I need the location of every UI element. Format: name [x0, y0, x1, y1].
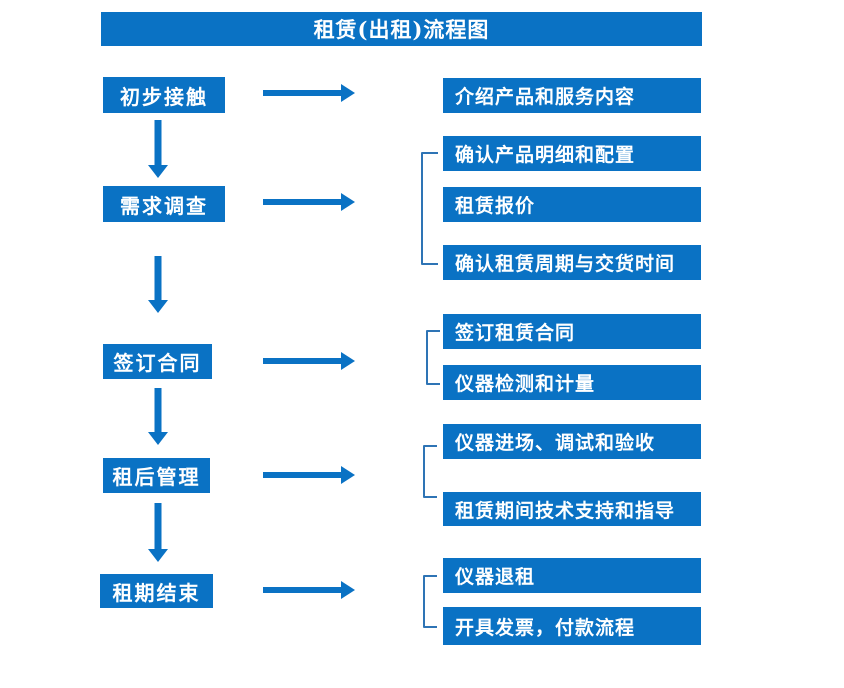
- detail-rental-quotation: 租赁报价: [443, 187, 701, 222]
- down-arrow-4: [148, 503, 168, 562]
- bracket-line: [423, 445, 437, 498]
- right-arrow-3: [263, 352, 355, 370]
- step-sign-contract: 签订合同: [103, 344, 212, 379]
- right-arrow-5: [263, 581, 355, 599]
- bracket-group-sign-contract: [426, 330, 440, 385]
- arrow-head: [341, 581, 355, 599]
- bracket-line: [421, 152, 438, 265]
- arrow-shaft: [154, 256, 162, 300]
- bracket-line: [423, 575, 437, 628]
- detail-instrument-testing-measurement: 仪器检测和计量: [443, 365, 701, 400]
- arrow-head: [148, 300, 168, 313]
- down-arrow-3: [148, 388, 168, 445]
- arrow-shaft: [263, 587, 341, 593]
- right-arrow-1: [263, 84, 355, 102]
- arrow-head: [341, 466, 355, 484]
- bracket-group-post-rental: [423, 445, 437, 498]
- detail-introduce-products-services: 介绍产品和服务内容: [443, 78, 701, 113]
- arrow-shaft: [154, 120, 162, 165]
- arrow-head: [148, 432, 168, 445]
- arrow-shaft: [263, 199, 341, 205]
- bracket-group-rental-end: [423, 575, 437, 628]
- step-rental-end: 租期结束: [100, 574, 213, 608]
- bracket-line: [426, 330, 440, 385]
- down-arrow-1: [148, 120, 168, 178]
- arrow-shaft: [263, 90, 341, 96]
- arrow-shaft: [154, 388, 162, 432]
- detail-instrument-return: 仪器退租: [443, 558, 701, 593]
- arrow-head: [148, 549, 168, 562]
- detail-sign-rental-contract: 签订租赁合同: [443, 314, 701, 349]
- detail-invoice-payment-process: 开具发票，付款流程: [443, 607, 701, 645]
- detail-confirm-product-details-config: 确认产品明细和配置: [443, 136, 701, 171]
- right-arrow-2: [263, 193, 355, 211]
- right-arrow-4: [263, 466, 355, 484]
- step-initial-contact: 初步接触: [103, 77, 225, 113]
- arrow-head: [341, 193, 355, 211]
- arrow-head: [341, 352, 355, 370]
- detail-instrument-setup-acceptance: 仪器进场、调试和验收: [443, 424, 701, 459]
- flowchart-title: 租赁(出租)流程图: [101, 12, 702, 46]
- detail-rental-tech-support: 租赁期间技术支持和指导: [443, 492, 701, 526]
- bracket-group-demand-survey: [421, 152, 438, 265]
- detail-confirm-rental-period-delivery: 确认租赁周期与交货时间: [443, 245, 701, 280]
- arrow-shaft: [263, 472, 341, 478]
- step-post-rental-management: 租后管理: [103, 458, 210, 493]
- arrow-head: [148, 165, 168, 178]
- down-arrow-2: [148, 256, 168, 313]
- arrow-shaft: [263, 358, 341, 364]
- arrow-shaft: [154, 503, 162, 549]
- step-demand-survey: 需求调查: [103, 186, 225, 222]
- arrow-head: [341, 84, 355, 102]
